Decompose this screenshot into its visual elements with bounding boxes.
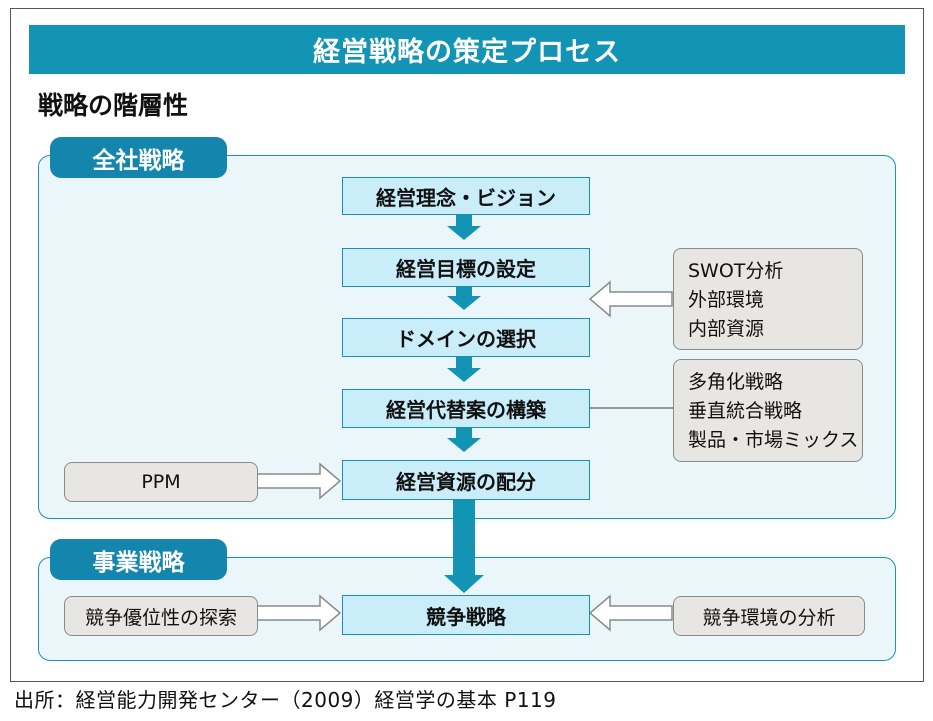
alternatives-line-1: 多角化戦略 bbox=[688, 371, 784, 393]
corporate-strategy-label: 全社戦略 bbox=[50, 137, 227, 178]
swot-line-2: 外部環境 bbox=[688, 289, 765, 311]
down-arrow-4 bbox=[447, 426, 481, 452]
ppm-arrow bbox=[255, 462, 342, 500]
source-citation: 出所：経営能力開発センター（2009）経営学の基本 P119 bbox=[14, 688, 557, 712]
down-arrow-long bbox=[444, 500, 484, 593]
advantage-box: 競争優位性の探索 bbox=[64, 596, 258, 636]
down-arrow-2 bbox=[447, 286, 481, 310]
business-strategy-label: 事業戦略 bbox=[50, 539, 227, 580]
step-goal-setting: 経営目標の設定 bbox=[342, 248, 590, 287]
alternatives-line-2: 垂直統合戦略 bbox=[688, 400, 803, 422]
swot-arrow bbox=[588, 280, 673, 318]
title-banner: 経営戦略の策定プロセス bbox=[29, 25, 905, 74]
step-competitive-strategy: 競争戦略 bbox=[342, 595, 590, 635]
swot-line-1: SWOT分析 bbox=[688, 260, 784, 282]
step-domain-selection: ドメインの選択 bbox=[342, 318, 590, 357]
advantage-arrow bbox=[255, 594, 342, 632]
swot-line-3: 内部資源 bbox=[688, 318, 765, 340]
environment-arrow bbox=[588, 594, 673, 632]
down-arrow-3 bbox=[447, 356, 481, 382]
alternatives-box: 多角化戦略 垂直統合戦略 製品・市場ミックス bbox=[673, 359, 863, 462]
swot-box: SWOT分析 外部環境 内部資源 bbox=[673, 248, 863, 350]
down-arrow-1 bbox=[447, 214, 481, 240]
step-resource-allocation: 経営資源の配分 bbox=[342, 460, 590, 500]
step-alternatives: 経営代替案の構築 bbox=[342, 389, 590, 428]
down-arrows bbox=[444, 214, 484, 593]
alternatives-line-3: 製品・市場ミックス bbox=[688, 429, 859, 451]
ppm-box: PPM bbox=[64, 462, 258, 502]
subtitle: 戦略の階層性 bbox=[38, 91, 189, 120]
step-philosophy-vision: 経営理念・ビジョン bbox=[342, 177, 590, 215]
environment-box: 競争環境の分析 bbox=[673, 596, 865, 636]
